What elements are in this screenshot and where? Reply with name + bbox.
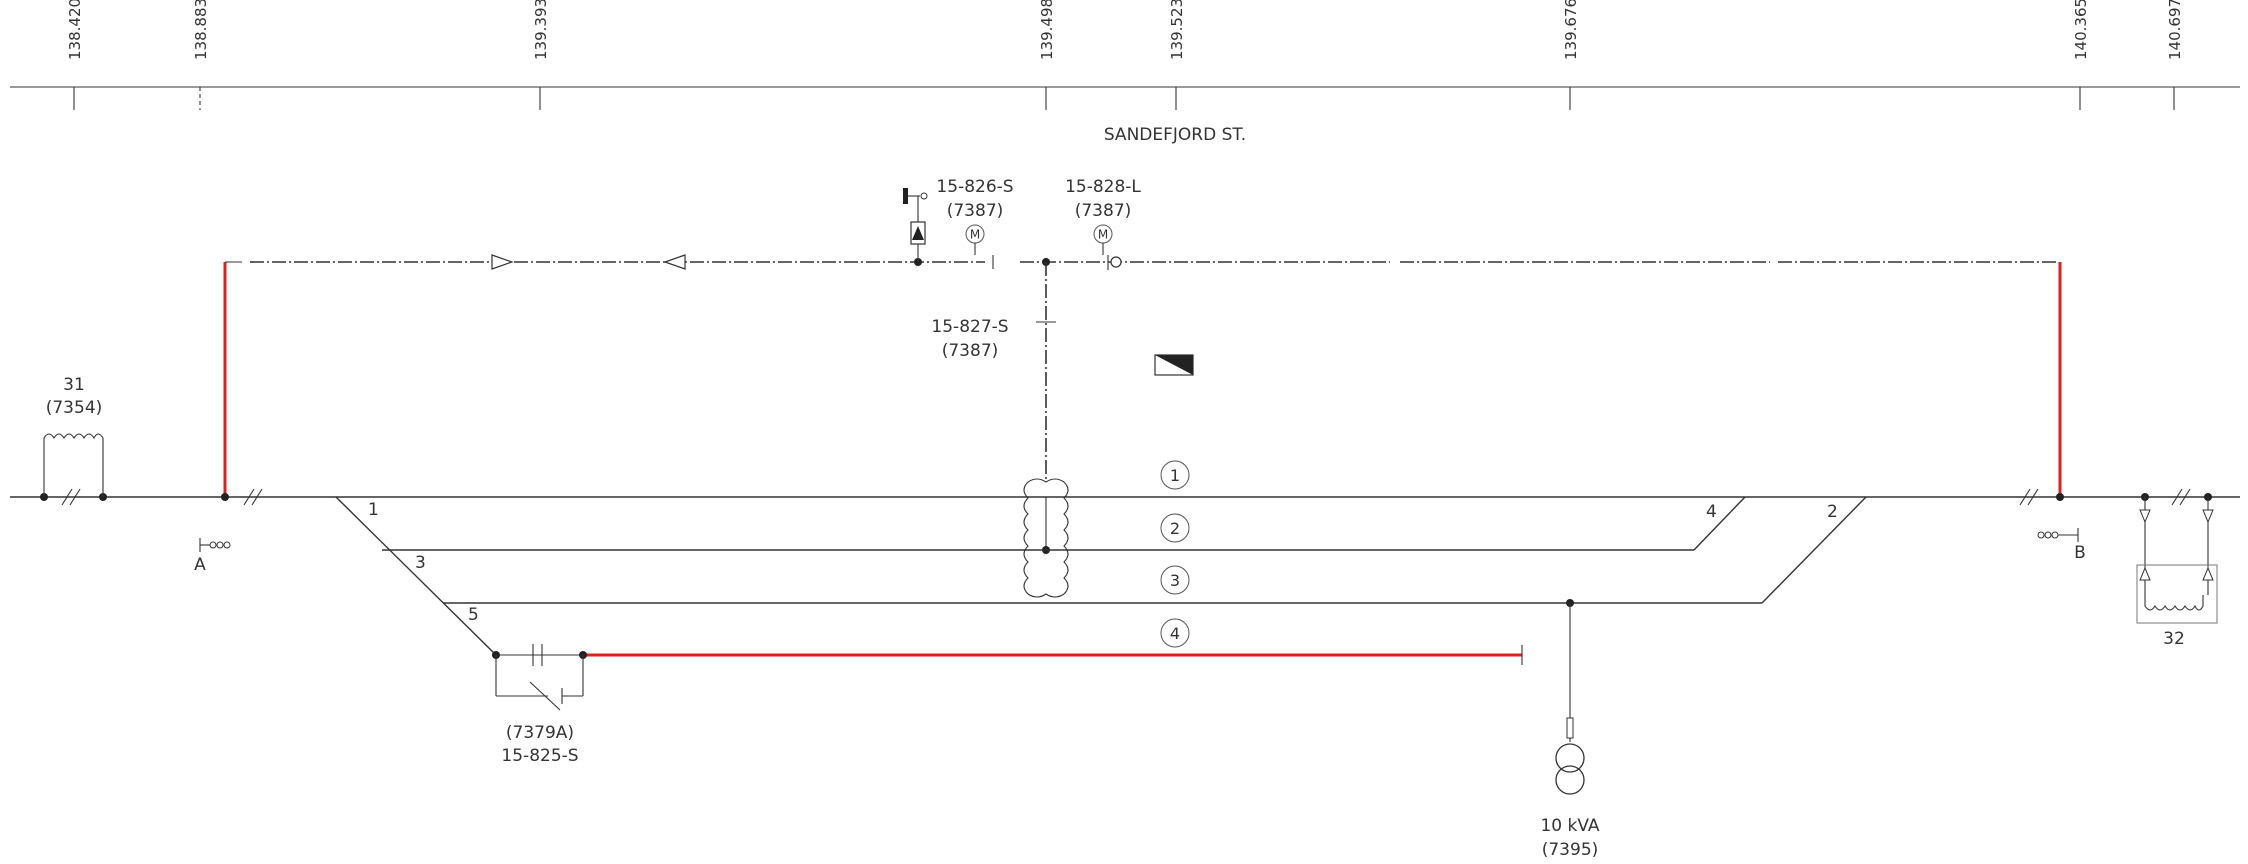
chainage-mark: 138.420 xyxy=(66,0,84,110)
chainage-ruler: 138.420 138.883 139.393 139.498 139.523 … xyxy=(10,0,2240,110)
section-switch-15-828-l: 15-828-L (7387) M xyxy=(1065,177,1141,270)
switch-number: 5 xyxy=(468,605,479,625)
arrow-left-icon xyxy=(663,254,686,270)
transformer-ref: (7395) xyxy=(1542,840,1599,860)
motor-symbol: M xyxy=(970,228,980,242)
turnout-2 xyxy=(1761,496,1867,604)
booster-ref: (7354) xyxy=(46,398,103,418)
booster-id: 31 xyxy=(63,375,85,395)
turnout-left xyxy=(335,496,497,656)
chainage-mark: 139.393 xyxy=(532,0,550,110)
track-number-badge: 3 xyxy=(1160,565,1190,595)
switch-ref: (7387) xyxy=(1075,201,1132,221)
chainage-label: 139.498 xyxy=(1038,0,1056,60)
chainage-label: 139.523 xyxy=(1168,0,1186,60)
booster-transformer-31: 31 (7354) xyxy=(43,375,104,497)
chainage-label: 139.393 xyxy=(532,0,550,60)
booster-transformer-32: 32 xyxy=(2136,497,2218,649)
station-name: SANDEFJORD ST. xyxy=(1104,125,1246,145)
section-insulator-icon xyxy=(61,488,2191,506)
track-number-badge: 1 xyxy=(1160,460,1190,490)
marker-label: A xyxy=(194,555,206,575)
switch-number: 1 xyxy=(368,500,379,520)
switch-number: 4 xyxy=(1706,502,1717,522)
marker-a: A xyxy=(194,538,231,575)
track-number-badge: 2 xyxy=(1160,513,1190,543)
chainage-label: 140.697 xyxy=(2166,0,2184,60)
switch-ref: (7387) xyxy=(942,341,999,361)
chainage-mark: 139.676 xyxy=(1562,0,1580,110)
turnout-4 xyxy=(1693,496,1746,551)
section-switch-15-827-s: 15-827-S (7387) xyxy=(931,262,1056,482)
svg-text:4: 4 xyxy=(1170,624,1180,643)
marker-b: B xyxy=(2037,528,2086,563)
signal-sign-icon xyxy=(1154,354,1194,376)
chainage-label: 140.365 xyxy=(2072,0,2090,60)
disconnector-15-825-s: (7379A) 15-825-S xyxy=(492,644,587,766)
feeder-line xyxy=(223,254,2062,497)
section-switch-15-826-s: 15-826-S (7387) M xyxy=(903,177,1014,262)
disconnector-ref: (7379A) xyxy=(506,723,574,743)
switch-label: 15-826-S xyxy=(936,177,1013,197)
chainage-label: 139.676 xyxy=(1562,0,1580,60)
svg-text:2: 2 xyxy=(1170,519,1180,538)
track-number-badge: 4 xyxy=(1160,618,1190,648)
motor-symbol: M xyxy=(1098,228,1108,242)
transformer-rating: 10 kVA xyxy=(1540,816,1599,836)
chainage-mark: 140.697 xyxy=(2166,0,2184,110)
switch-number: 3 xyxy=(415,553,426,573)
svg-text:3: 3 xyxy=(1170,571,1180,590)
marker-label: B xyxy=(2074,543,2086,563)
chainage-label: 138.420 xyxy=(66,0,84,60)
switch-number: 2 xyxy=(1827,502,1838,522)
chainage-label: 138.883 xyxy=(192,0,210,60)
auxiliary-transformer: 10 kVA (7395) xyxy=(1540,599,1600,860)
svg-text:1: 1 xyxy=(1170,466,1180,485)
tracks: 1 2 3 4 1 2 3 4 5 xyxy=(10,460,2240,665)
booster-id: 32 xyxy=(2163,629,2185,649)
chainage-mark: 140.365 xyxy=(2072,0,2090,110)
switch-label: 15-828-L xyxy=(1065,177,1141,197)
chainage-mark: 139.498 xyxy=(1038,0,1056,110)
arrow-right-icon xyxy=(491,254,514,270)
chainage-mark: 138.883 xyxy=(192,0,210,110)
chainage-mark: 139.523 xyxy=(1168,0,1186,110)
switch-label: 15-827-S xyxy=(931,317,1008,337)
disconnector-label: 15-825-S xyxy=(501,746,578,766)
switch-ref: (7387) xyxy=(947,201,1004,221)
